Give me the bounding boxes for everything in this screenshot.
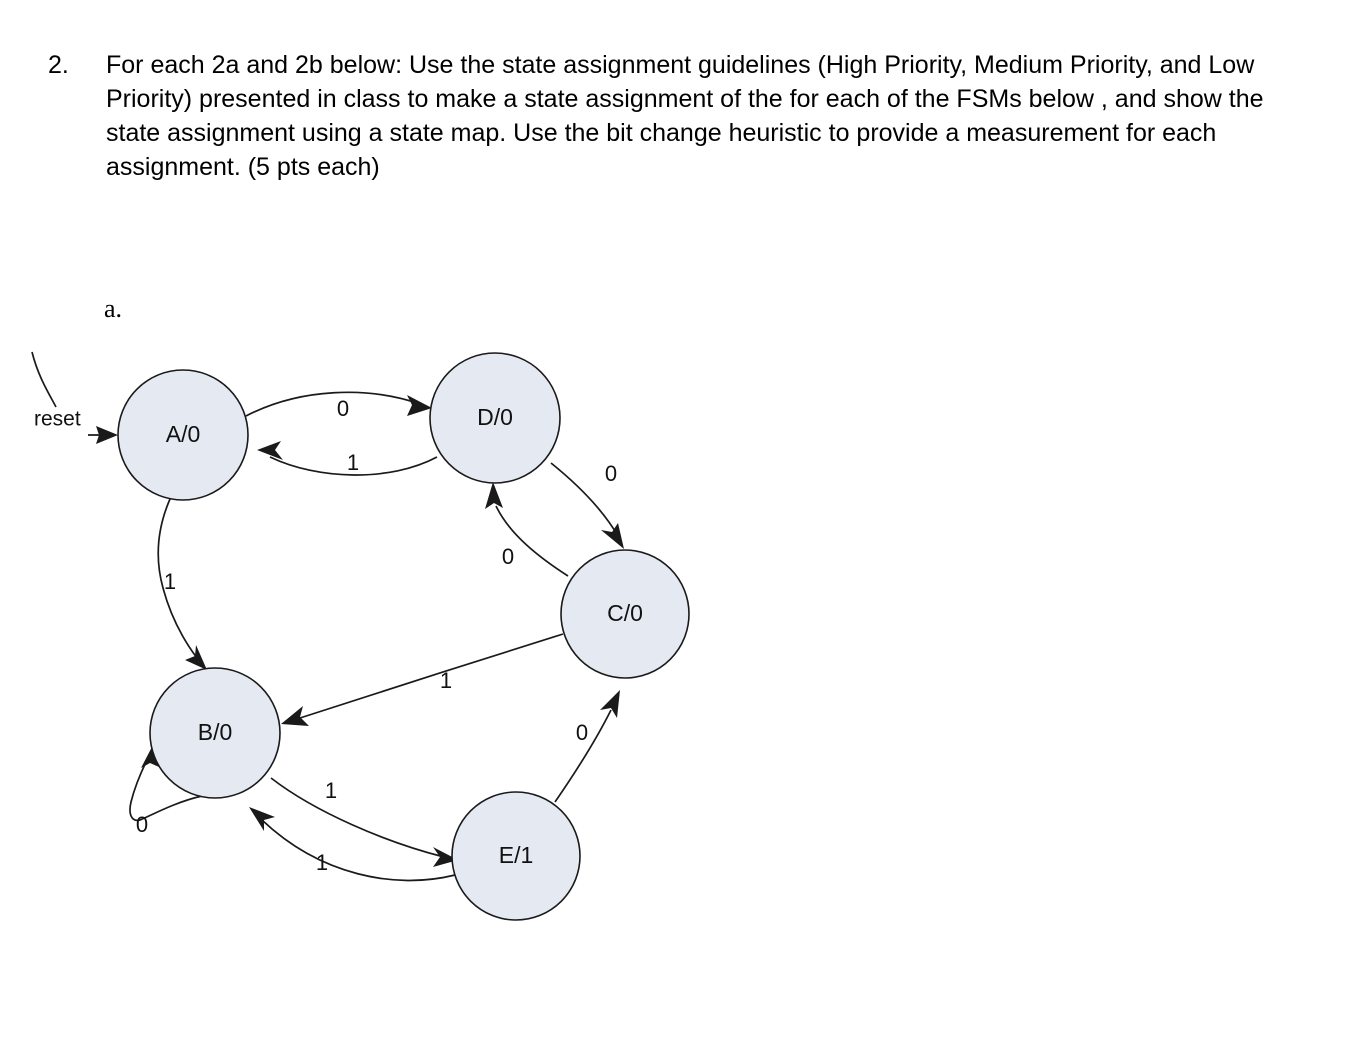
state-e-circle[interactable]	[451, 791, 581, 921]
fsm-state-diagram: reset 0 1 0 0 1	[0, 330, 760, 950]
state-node-a[interactable]: A/0	[117, 369, 249, 501]
transition-e-to-b-label: 1	[316, 850, 328, 875]
transition-a-to-d-path	[245, 391, 421, 417]
transition-d-to-c-path	[550, 462, 619, 537]
question-block: 2. For each 2a and 2b below: Use the sta…	[48, 48, 1288, 184]
transition-a-to-d-arrowhead	[407, 395, 432, 416]
transition-a-to-b: 1	[157, 498, 207, 670]
transition-a-to-b-arrowhead	[185, 645, 207, 670]
transition-e-to-c-arrowhead	[600, 690, 620, 718]
question-number: 2.	[48, 51, 69, 79]
state-b-circle[interactable]	[149, 667, 281, 799]
transition-b-to-e-path	[270, 777, 445, 858]
transition-b-to-e-arrowhead	[433, 847, 458, 867]
transition-e-to-c-label: 0	[576, 720, 588, 745]
state-node-c[interactable]: C/0	[560, 549, 690, 679]
transition-a-to-d: 0	[245, 391, 432, 421]
transition-e-to-c: 0	[554, 690, 620, 803]
transition-e-to-b-arrowhead	[249, 807, 275, 831]
reset-entry-group: reset	[31, 351, 118, 444]
state-d-circle[interactable]	[429, 352, 561, 484]
transition-b-self-loop-path	[129, 757, 203, 822]
transition-c-to-d: 0	[485, 482, 569, 577]
transition-a-to-b-label: 1	[164, 569, 176, 594]
state-node-e[interactable]: E/1	[451, 791, 581, 921]
transition-b-to-e-label: 1	[325, 778, 337, 803]
transition-d-to-c: 0	[550, 461, 624, 549]
state-e-label: E/1	[499, 842, 534, 868]
transition-d-to-c-label: 0	[605, 461, 617, 486]
state-c-circle[interactable]	[560, 549, 690, 679]
state-b-label: B/0	[198, 719, 233, 745]
transition-c-to-d-label: 0	[502, 544, 514, 569]
state-d-label: D/0	[477, 404, 513, 430]
fsm-svg-canvas: reset 0 1 0 0 1	[31, 351, 690, 921]
question-text: For each 2a and 2b below: Use the state …	[106, 51, 1264, 181]
reset-stub-stroke	[31, 351, 57, 408]
transition-a-to-b-path	[157, 498, 198, 659]
transition-c-to-b: 1	[281, 633, 564, 726]
transition-a-to-d-label: 0	[337, 396, 349, 421]
transition-d-to-c-arrowhead	[601, 523, 624, 549]
transition-e-to-b: 1	[249, 807, 456, 882]
transition-d-to-a-label: 1	[347, 450, 359, 475]
part-label-a: a.	[104, 294, 123, 323]
reset-label: reset	[34, 408, 81, 431]
transition-b-self-loop-label: 0	[136, 812, 148, 837]
state-c-label: C/0	[607, 600, 643, 626]
transition-b-to-e: 1	[270, 777, 458, 867]
transition-d-to-a: 1	[257, 441, 438, 476]
transition-d-to-a-arrowhead	[257, 441, 283, 460]
reset-arrow-head	[96, 426, 118, 444]
transition-c-to-b-arrowhead	[281, 706, 309, 726]
state-node-d[interactable]: D/0	[429, 352, 561, 484]
transition-c-to-d-arrowhead	[485, 482, 503, 509]
transition-c-to-b-path	[299, 633, 564, 719]
state-node-b[interactable]: B/0	[149, 667, 281, 799]
state-a-circle[interactable]	[117, 369, 249, 501]
transition-e-to-c-path	[554, 709, 612, 803]
transition-d-to-a-path	[269, 456, 438, 476]
transition-c-to-b-label: 1	[440, 668, 452, 693]
transition-e-to-b-path	[261, 819, 456, 882]
transition-c-to-d-path	[495, 505, 569, 577]
state-a-label: A/0	[166, 421, 201, 447]
